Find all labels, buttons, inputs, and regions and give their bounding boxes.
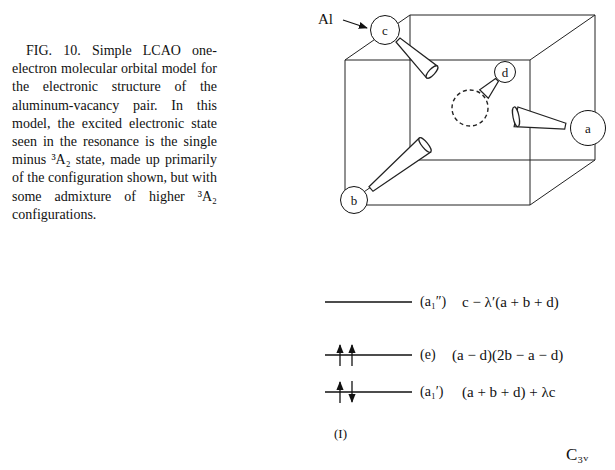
- symmetry-label: C₃ᵥ: [566, 446, 588, 465]
- atom-letter: d: [502, 66, 509, 79]
- symmetry-label: (I): [334, 427, 347, 441]
- atom-circle: d: [494, 61, 516, 83]
- element-label: Al: [318, 11, 333, 28]
- orbital-lobes: [369, 38, 566, 191]
- orbital-label: (e): [420, 347, 436, 362]
- figure-caption: FIG. 10. Simple LCAO one-electron molecu…: [12, 42, 217, 224]
- atom-letter: a: [585, 122, 591, 135]
- orbital-label: c − λ′(a + b + d): [462, 294, 559, 311]
- energy-levels: [325, 302, 412, 392]
- atom-circle: c: [370, 15, 400, 45]
- orbital-label: (a₁′): [420, 384, 443, 399]
- cube-wireframe: [345, 15, 595, 205]
- atom-letter: b: [351, 194, 358, 207]
- atom-circle: b: [340, 186, 368, 214]
- orbital-label: (a + b + d) + λc: [462, 384, 555, 401]
- electron-spin-arrows: [340, 345, 352, 403]
- atom-letter: c: [382, 24, 388, 37]
- orbital-label: (a₁″): [420, 294, 446, 309]
- leader-arrow: [343, 20, 367, 28]
- vacancy-site: [452, 90, 488, 126]
- atom-circle: a: [570, 110, 606, 146]
- orbital-label: (a − d)(2b − a − d): [452, 347, 563, 364]
